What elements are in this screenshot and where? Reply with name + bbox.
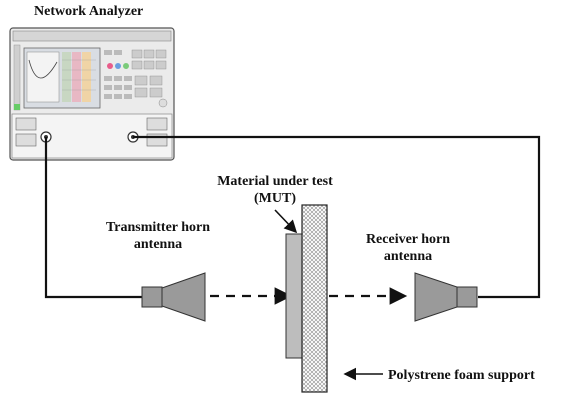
- transmitter-horn: [141, 272, 206, 322]
- receiver-label-line-1: Receiver horn: [365, 232, 451, 247]
- foam-label: Polystrene foam support: [388, 368, 535, 383]
- transmitter-cable: [44, 137, 142, 299]
- network-analyzer-label: Network Analyzer: [34, 4, 144, 19]
- mut-pointer-arrow: [274, 209, 298, 234]
- mut-label-line-2: (MUT): [254, 191, 296, 206]
- receiver-label: Receiver horn antenna: [348, 231, 468, 265]
- analyzer-port-1: [15, 117, 52, 147]
- transmitter-label-line-1: Transmitter horn: [105, 220, 211, 235]
- analyzer-keypad: [104, 49, 168, 108]
- transmitter-label: Transmitter horn antenna: [88, 219, 228, 253]
- transmitter-label-line-2: antenna: [133, 237, 183, 252]
- receiver-horn: [414, 272, 478, 322]
- receiver-label-line-2: antenna: [383, 249, 433, 264]
- mut-label: Material under test (MUT): [200, 173, 350, 207]
- material-under-test: [285, 233, 303, 359]
- receiver-cable: [133, 135, 541, 299]
- network-analyzer: [9, 27, 175, 161]
- foam-support: [301, 204, 328, 393]
- analyzer-screen: [23, 47, 101, 109]
- mut-label-line-1: Material under test: [217, 174, 333, 189]
